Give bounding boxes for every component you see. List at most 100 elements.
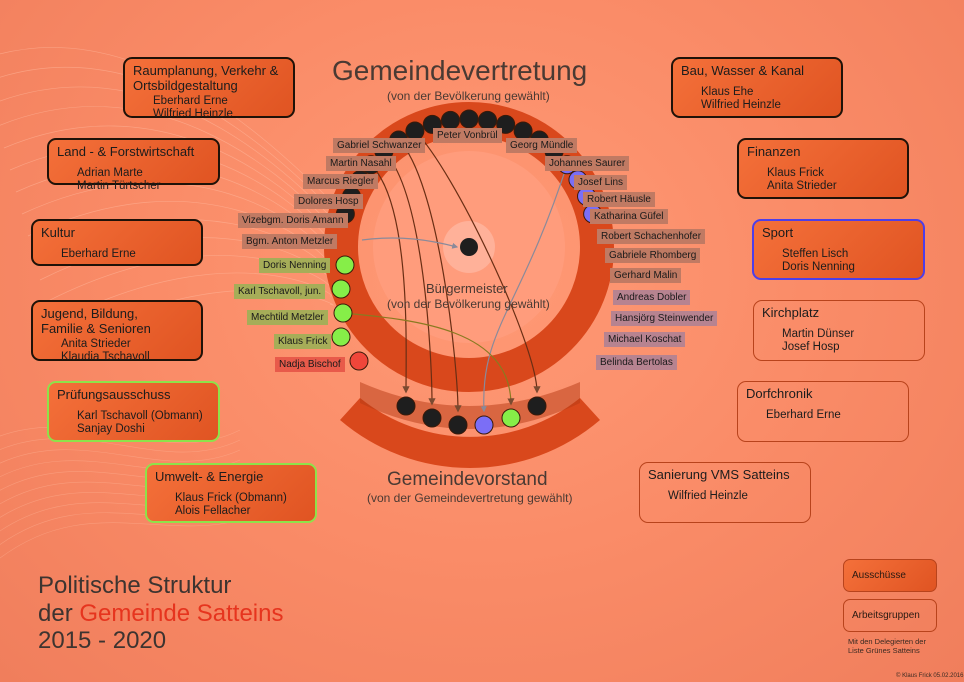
connection-lines [342,130,568,413]
buergermeister-seat [460,238,478,256]
vorstand-seat-black [448,415,468,435]
connection-line [414,130,541,394]
representative-label: Johannes Saurer [545,156,630,171]
committee-member: Wilfried Heinzle [668,490,748,502]
connection-line [398,139,462,413]
copyright: © Klaus Frick 05.02.2016 [896,673,964,679]
committee-member: Josef Hosp [782,341,840,353]
representative-label: Josef Lins [574,175,628,190]
representative-label: Robert Schachenhofer [597,229,706,244]
representative-label: Bgm. Anton Metzler [242,234,338,249]
committee-member: Klaus Ehe [701,86,754,98]
committee-member: Eberhard Erne [766,409,841,421]
committee-member: Martin Türtscher [77,180,161,192]
committee-title-line: Bau, Wasser & Kanal [681,63,805,78]
committee-title: Jugend, Bildung,Familie & Senioren [41,306,151,336]
seat-black [459,109,479,129]
committee-member: Klaus Frick [767,167,824,179]
representative-label: Marcus Riegler [303,174,379,189]
vorstand-seat-blue [474,415,494,435]
representative-label: Vizebgm. Doris Amann [238,213,348,228]
representative-label: Peter Vonbrül [433,128,502,143]
committee-title-line: Raumplanung, Verkehr & [133,63,279,78]
committee-title-line: Finanzen [747,144,801,159]
committee-member: Alois Fellacher [175,505,251,517]
seat-green [335,255,355,275]
committee-title-line: Land - & Forstwirtschaft [57,144,195,159]
committee-title: Land - & Forstwirtschaft [57,144,194,159]
vorstand-seat-black [527,396,547,416]
committee-title-line: Dorfchronik [746,386,813,401]
legend-note-line2: Liste Grünes Satteins [848,646,920,655]
connection-line [383,150,436,406]
representative-label: Nadja Bischof [275,357,345,372]
committee-member: Eberhard Erne [61,248,136,260]
committee-title-line: Sanierung VMS Satteins [648,467,790,482]
gemeindevorstand-title: Gemeindevorstand [387,469,548,490]
committee-title-line: Ortsbildgestaltung [133,78,238,93]
committee-member: Karl Tschavoll (Obmann) [77,410,203,422]
seat-green [331,279,351,299]
seat-green [331,327,351,347]
buergermeister-title: Bürgermeister [426,281,508,296]
committee-member: Anita Strieder [61,338,131,350]
seat-red [349,351,369,371]
representative-label: Michael Koschat [604,332,686,347]
representative-label: Belinda Bertolas [596,355,677,370]
page-title-highlight: Gemeinde Satteins [79,600,284,627]
committee-member: Martin Dünser [782,328,855,340]
buergermeister-subtitle: (von der Bevölkerung gewählt) [387,297,550,311]
committee-title: Kultur [41,225,75,240]
committee-title: Sport [762,225,793,240]
representative-label: Dolores Hosp [294,194,363,209]
committee-title-line: Kultur [41,225,75,240]
representative-label: Doris Nenning [259,258,331,273]
representative-label: Klaus Frick [274,334,332,349]
committee-title: Bau, Wasser & Kanal [681,63,804,78]
gemeindevertretung-subtitle: (von der Bevölkerung gewählt) [387,89,550,103]
committee-box: Raumplanung, Verkehr &Ortsbildgestaltung… [123,57,295,120]
representative-label: Gerhard Malin [610,268,682,283]
committee-member: Anita Strieder [767,180,837,192]
committee-member: Sanjay Doshi [77,423,145,435]
committee-member: Wilfried Heinzle [701,99,781,111]
vorstand-seat-black [422,408,442,428]
representative-label: Mechtild Metzler [247,310,328,325]
committee-member: Wilfried Heinzle [153,108,233,120]
seat-green [333,303,353,323]
committee-member: Eberhard Erne [153,95,228,107]
representative-label: Robert Häusle [583,192,655,207]
seat-black [440,110,460,130]
page-title-line3: 2015 - 2020 [38,627,167,654]
representative-label: Gabriele Rhomberg [605,248,701,263]
committee-title: Sanierung VMS Satteins [648,467,790,482]
vorstand-seat-green [501,408,521,428]
connection-line [370,164,410,394]
page-title-prefix: der [38,600,80,627]
gemeindevertretung-title: Gemeindevertretung [332,55,588,86]
committee-title: Kirchplatz [762,305,819,320]
committee-title: Raumplanung, Verkehr &Ortsbildgestaltung [133,63,278,93]
committee-member: Adrian Marte [77,167,143,179]
representative-label: Katharina Güfel [590,209,668,224]
committee-title-line: Jugend, Bildung, [41,306,138,321]
committee-title: Prüfungsausschuss [57,387,170,402]
committee-member: Doris Nenning [782,261,855,273]
seat-black [478,110,498,130]
gemeindevorstand-subtitle: (von der Gemeindevertretung gewählt) [367,491,573,505]
committee-title: Finanzen [747,144,800,159]
legend-note-line1: Mit den Delegierten der [848,637,926,646]
committee-member: Steffen Lisch [782,248,849,260]
committee-title-line: Umwelt- & Energie [155,469,264,484]
representative-label: Karl Tschavoll, jun. [234,284,326,299]
representative-label: Georg Mündle [506,138,578,153]
committee-member: Klaudia Tschavoll [61,351,150,363]
